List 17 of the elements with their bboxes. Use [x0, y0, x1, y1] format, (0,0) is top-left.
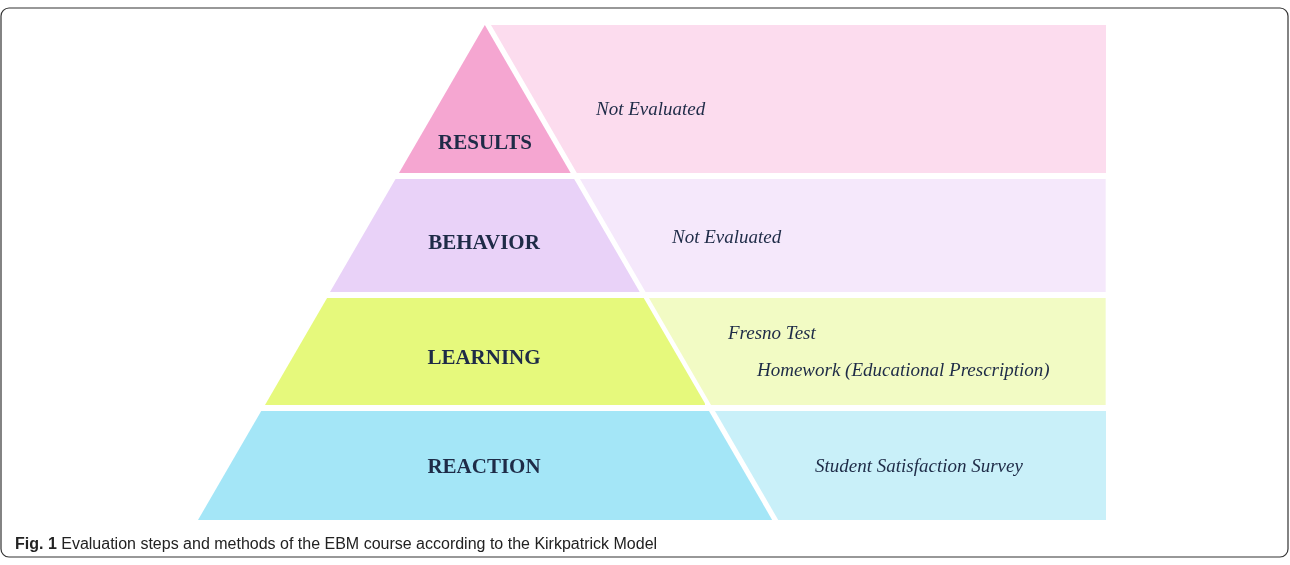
pyramid-level — [399, 25, 571, 173]
method-text: Fresno Test — [728, 322, 816, 344]
method-text: Homework (Educational Prescription) — [757, 359, 1050, 381]
pyramid-level — [197, 411, 773, 520]
method-panel — [580, 179, 1106, 292]
pyramid-level — [264, 298, 706, 405]
method-text: Not Evaluated — [596, 98, 706, 120]
method-panel — [714, 411, 1106, 520]
method-panel — [649, 298, 1106, 405]
pyramid-level — [330, 179, 640, 292]
figure-caption: Fig. 1 Evaluation steps and methods of the EBM course according to the Kirkpatrick Model — [15, 535, 658, 553]
level-label: RESULTS — [438, 130, 532, 155]
level-label: LEARNING — [427, 345, 541, 370]
method-text: Not Evaluated — [672, 226, 782, 248]
level-label: BEHAVIOR — [428, 230, 540, 255]
level-label: REACTION — [427, 454, 541, 479]
method-text: Student Satisfaction Survey — [815, 455, 1023, 477]
